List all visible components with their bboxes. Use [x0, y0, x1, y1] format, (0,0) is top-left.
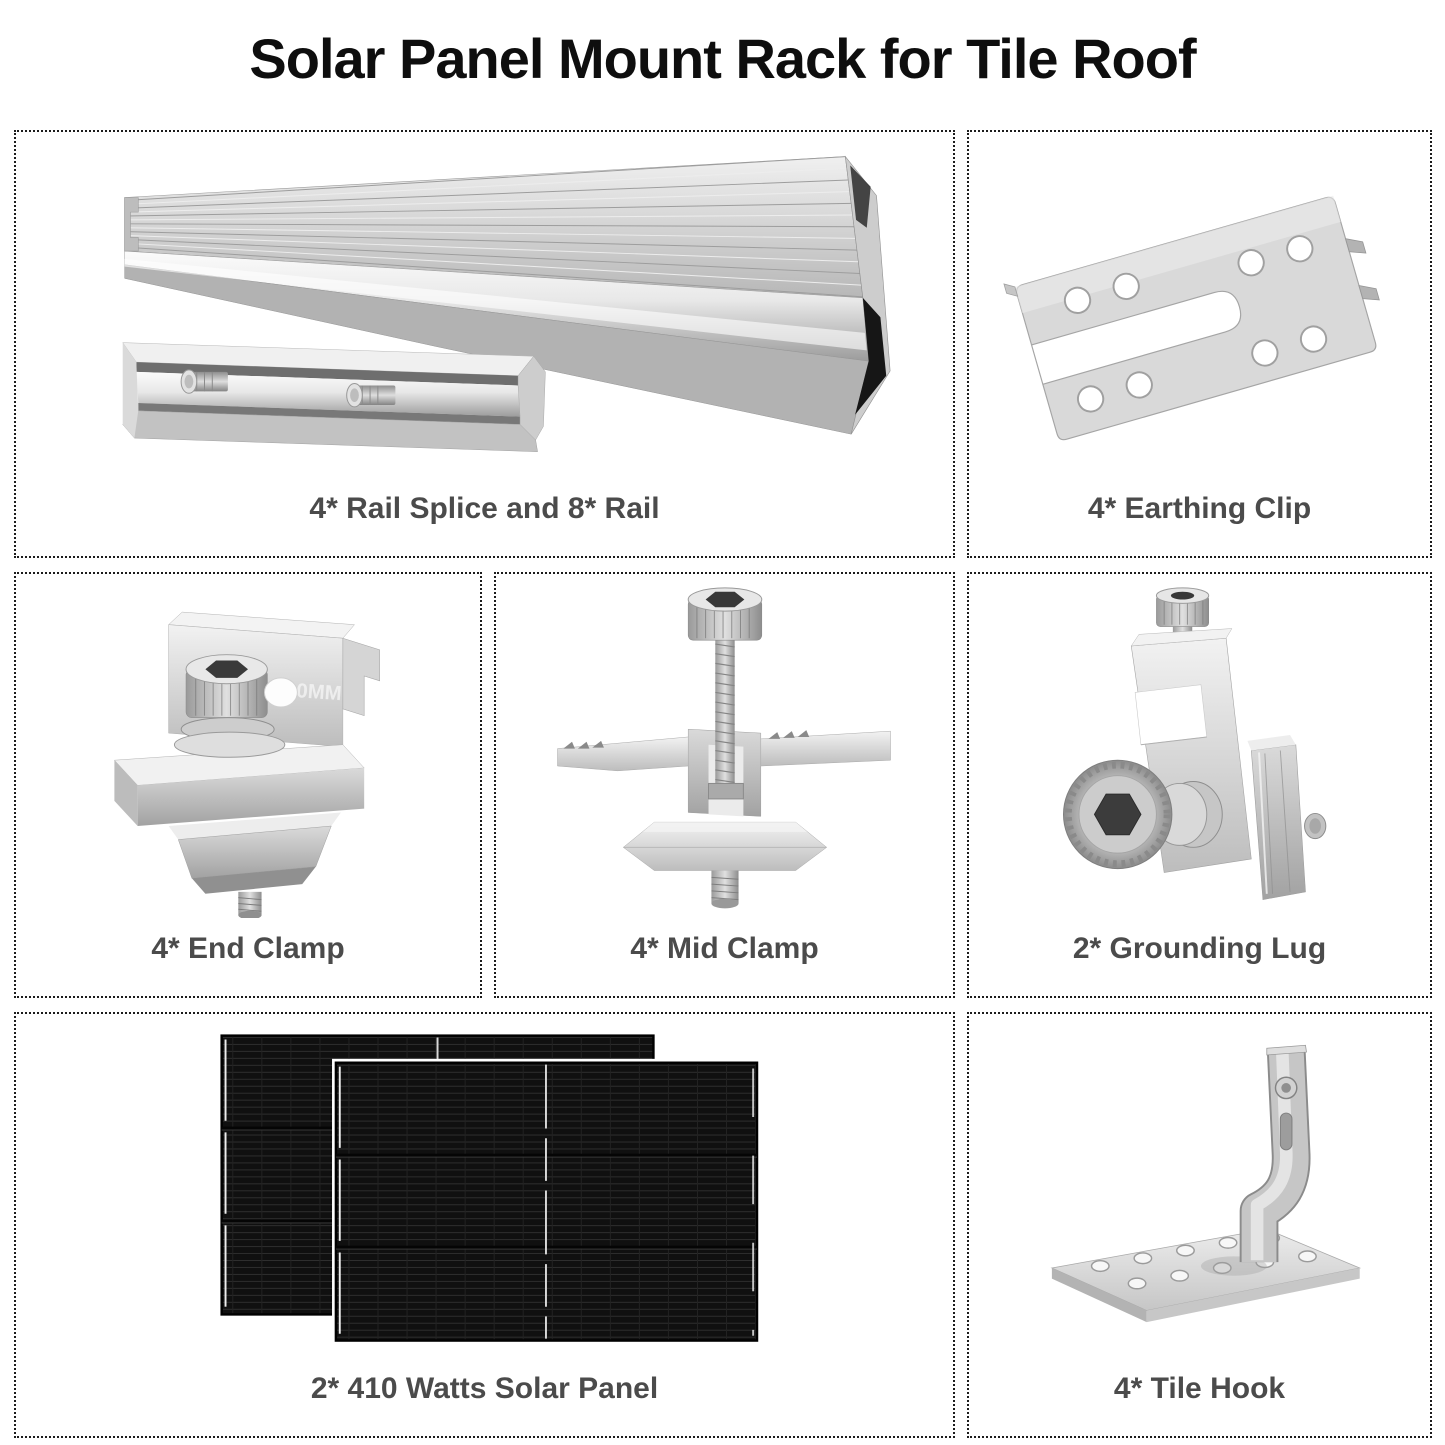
item-label-earthing-clip: 4* Earthing Clip — [1087, 492, 1312, 525]
end-clamp-bolt — [173, 654, 298, 758]
item-label-grounding-lug: 2* Grounding Lug — [1072, 932, 1327, 965]
end-clamp-illustration: 30MM — [113, 611, 380, 918]
cell-rail-splice-and-rail: 4* Rail Splice and 8* Rail — [14, 130, 955, 558]
item-label-rail: 4* Rail Splice and 8* Rail — [309, 492, 660, 525]
cell-earthing-clip: 4* Earthing Clip — [967, 130, 1432, 558]
grounding-lug-rail-block — [1247, 735, 1306, 900]
grounding-lug-illustration — [1062, 587, 1327, 900]
cell-tile-hook: 4* Tile Hook — [967, 1012, 1432, 1438]
mid-clamp-stud — [711, 870, 739, 909]
cell-end-clamp: 30MM — [14, 572, 482, 998]
solar-panel-illustration — [220, 1034, 761, 1345]
mid-clamp-illustration — [557, 587, 891, 909]
earthing-clip-illustration — [1003, 195, 1380, 441]
tile-hook-shape — [1050, 1044, 1362, 1323]
earthing-clip-shape — [1003, 195, 1380, 441]
cell-mid-clamp: 4* Mid Clamp — [494, 572, 955, 998]
solar-panel-front — [334, 1061, 759, 1342]
cell-grounding-lug: 2* Grounding Lug — [967, 572, 1432, 998]
tile-hook-arm — [1239, 1044, 1311, 1263]
rail-and-splice-illustration — [122, 155, 891, 452]
item-label-end-clamp: 4* End Clamp — [151, 932, 345, 965]
end-clamp-stud — [238, 891, 262, 918]
item-label-tile-hook: 4* Tile Hook — [1113, 1372, 1286, 1405]
tile-hook-illustration — [1050, 1044, 1362, 1323]
item-label-solar-panel: 2* 410 Watts Solar Panel — [310, 1372, 659, 1405]
rail-shape — [124, 155, 891, 435]
mid-clamp-bolt — [687, 587, 763, 800]
end-clamp-shape: 30MM — [113, 611, 380, 918]
tile-hook-base-plate — [1050, 1228, 1362, 1323]
item-label-mid-clamp: 4* Mid Clamp — [630, 932, 819, 965]
splice-stud-left — [180, 369, 228, 394]
grounding-lug-bolt — [1062, 759, 1223, 870]
page-title: Solar Panel Mount Rack for Tile Roof — [249, 27, 1196, 90]
cell-solar-panel: 2* 410 Watts Solar Panel — [14, 1012, 955, 1438]
mid-clamp-shape — [557, 587, 891, 909]
splice-stud-right — [346, 383, 396, 408]
grounding-lug-shape — [1062, 587, 1327, 900]
rail-splice-shape — [122, 342, 546, 452]
